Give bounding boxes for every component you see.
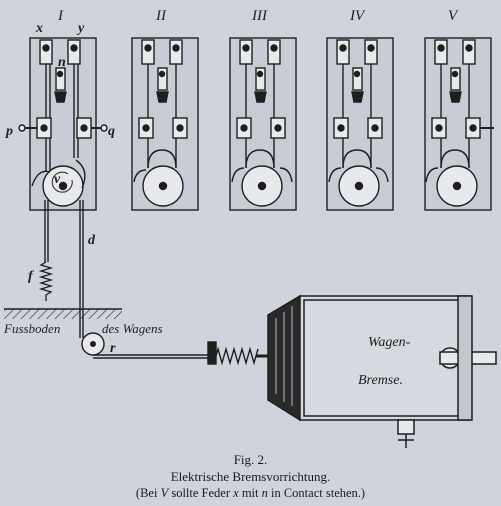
panel-5 (424, 37, 494, 211)
floor-label-left: Fussboden (3, 321, 60, 336)
floor-hatch (4, 309, 122, 319)
spring-f (38, 261, 54, 301)
figure-label: Fig. 2. (233, 452, 268, 467)
note-v: V (160, 486, 169, 500)
brake-label-1: Wagen- (368, 335, 411, 350)
note-x: x (233, 486, 239, 500)
note-prefix: (Bei (135, 486, 158, 500)
letter-f: f (28, 269, 34, 284)
floor-label-right: des Wagens (102, 321, 163, 336)
panel-label-1: I (57, 8, 64, 24)
letter-r: r (110, 341, 116, 356)
letter-n: n (58, 55, 66, 70)
brake-label-2: Bremse. (358, 373, 403, 388)
wagen-bremse (267, 294, 497, 448)
panel-label-3: III (251, 8, 268, 24)
note-mid2: mit (241, 486, 259, 500)
figure-title: Elektrische Bremsvorrichtung. (170, 469, 331, 484)
letter-p: p (5, 124, 13, 139)
panel-4 (326, 37, 394, 211)
panel-2 (131, 37, 199, 211)
letter-d: d (88, 233, 96, 248)
letter-v: v (54, 172, 61, 187)
letter-x: x (35, 21, 43, 36)
figure-note: (Bei V sollte Feder x mit n in Contact s… (0, 486, 501, 501)
brake-cord (93, 341, 268, 366)
note-mid1: sollte Feder (171, 486, 231, 500)
panel-label-4: IV (349, 8, 366, 24)
panel-3 (229, 37, 297, 211)
note-suffix: in Contact stehen.) (271, 486, 366, 500)
panel-label-5: V (448, 8, 459, 24)
note-n: n (261, 486, 268, 500)
letter-q: q (108, 124, 115, 139)
panel-1 (18, 37, 108, 211)
letter-y: y (76, 21, 85, 36)
panel-label-2: II (155, 8, 167, 24)
